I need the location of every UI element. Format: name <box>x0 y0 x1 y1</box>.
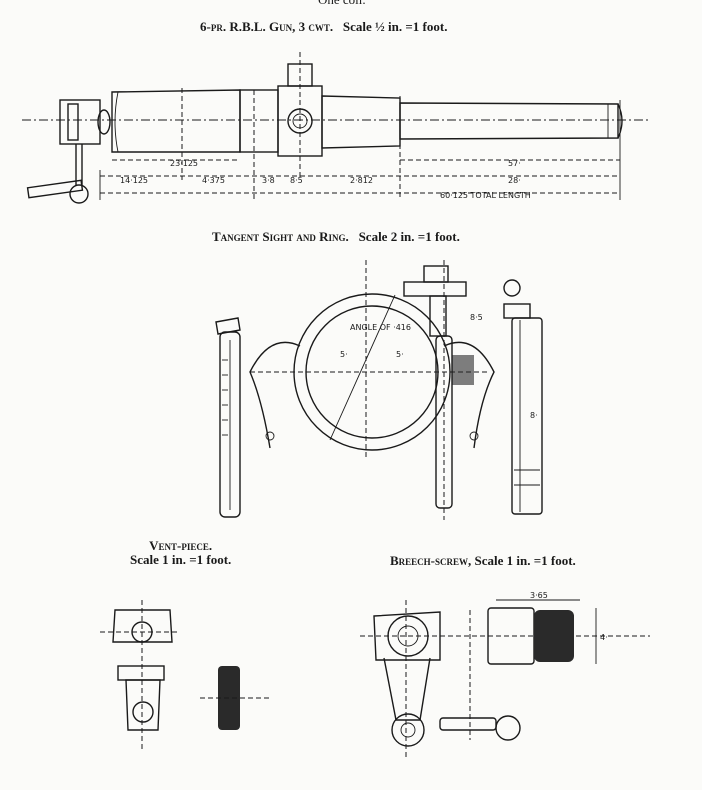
sight-caption: Tangent Sight and Ring. Scale 2 in. =1 f… <box>212 229 460 245</box>
gun-dim-9: 60·125 TOTAL LENGTH <box>440 191 531 200</box>
gun-caption-scale: Scale ½ in. =1 foot. <box>342 19 448 34</box>
breech-caption: Breech-screw, Scale 1 in. =1 foot. <box>390 553 576 569</box>
sight-dim-1: ANGLE OF ·416 <box>350 323 411 332</box>
gun-dim-2: 14·125 <box>120 176 148 185</box>
vent-caption-scale: Scale 1 in. =1 foot. <box>130 552 232 567</box>
breech-caption-scale: Scale 1 in. =1 foot. <box>474 553 576 568</box>
gun-dim-8: 28· <box>508 176 521 185</box>
gun-drawing: 23·125 14·125 4·375 3·8 8·5 2·812 57· 28… <box>22 52 650 204</box>
gun-dim-7: 57· <box>508 159 521 168</box>
vent-caption-title: Vent-piece. <box>149 538 213 553</box>
breech-screw-drawing: 3·65 4· <box>360 591 650 760</box>
gun-dim-1: 23·125 <box>170 159 198 168</box>
vent-caption: Vent-piece. Scale 1 in. =1 foot. <box>130 539 231 567</box>
breech-dim-2: 4· <box>600 633 608 642</box>
breech-caption-title: Breech-screw, <box>390 553 472 568</box>
sight-dim-2: 5· <box>340 350 348 359</box>
sight-caption-title: Tangent Sight and Ring. <box>212 229 349 244</box>
gun-dim-6: 2·812 <box>350 176 373 185</box>
sight-dim-3: 5· <box>396 350 404 359</box>
gun-caption-title: 6-pr. R.B.L. Gun, 3 cwt. <box>200 19 334 34</box>
sight-ring-drawing: ANGLE OF ·416 5· 5· 8·5 8· <box>215 260 543 520</box>
vent-piece-drawing <box>100 600 270 750</box>
gun-dim-4: 3·8 <box>262 176 275 185</box>
gun-caption: 6-pr. R.B.L. Gun, 3 cwt. Scale ½ in. =1 … <box>200 19 447 35</box>
sight-caption-scale: Scale 2 in. =1 foot. <box>358 229 460 244</box>
sight-dim-4: 8·5 <box>470 313 483 322</box>
gun-dim-3: 4·375 <box>202 176 225 185</box>
sight-dim-5: 8· <box>530 411 538 420</box>
page-header: One coll. <box>318 0 366 8</box>
breech-dim-1: 3·65 <box>530 591 548 600</box>
gun-dim-5: 8·5 <box>290 176 303 185</box>
